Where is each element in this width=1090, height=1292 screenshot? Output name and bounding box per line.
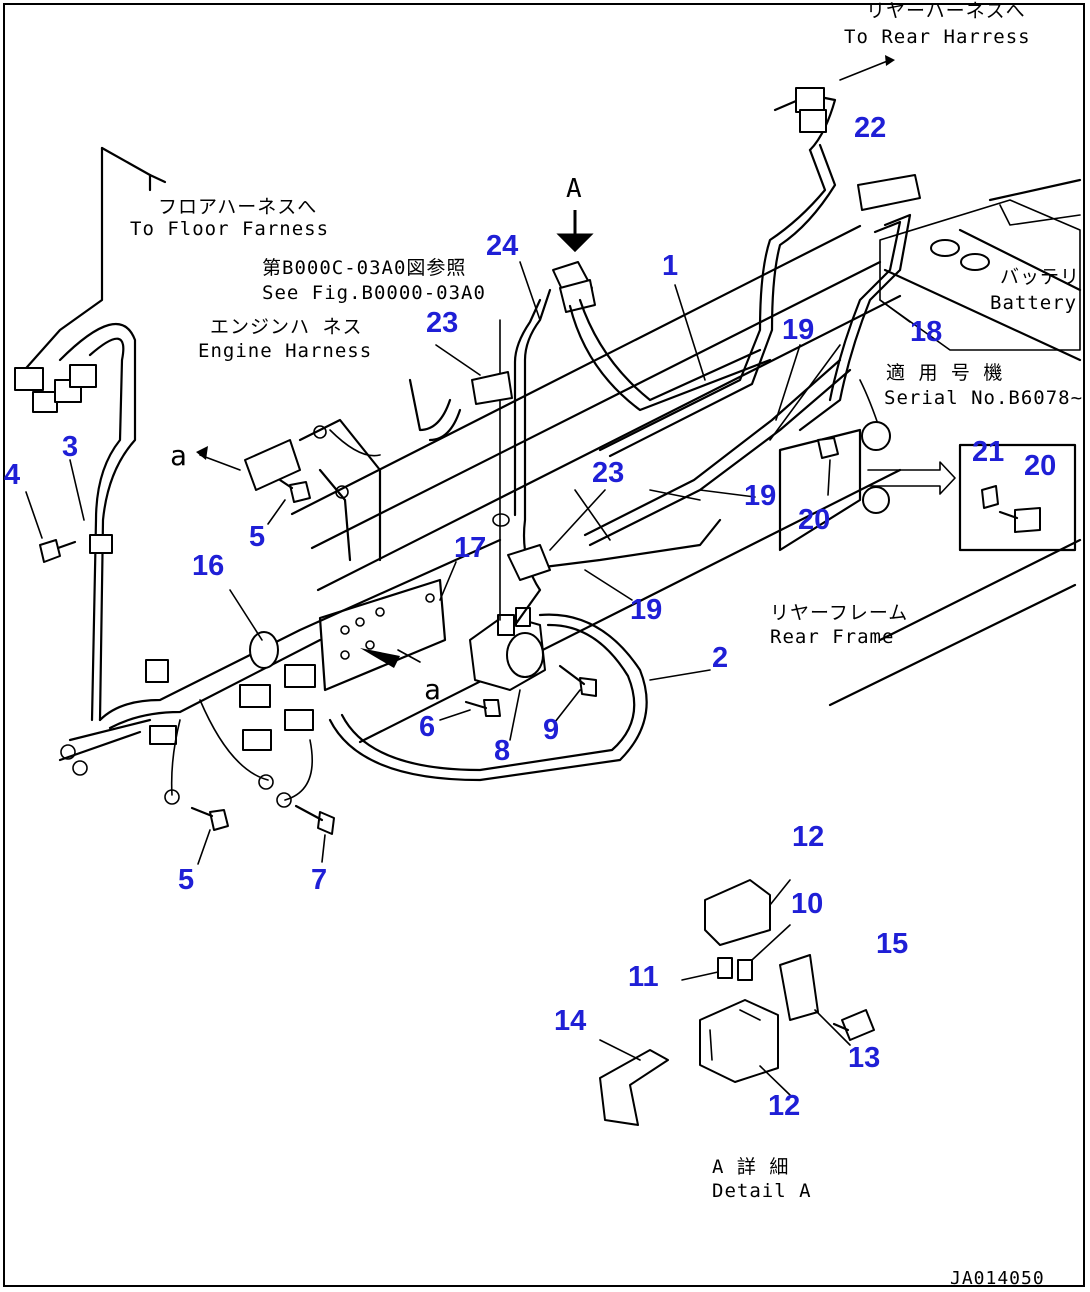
- detail-a-parts: [599, 879, 875, 1126]
- callout-17: 17: [454, 532, 487, 564]
- callout-24: 24: [486, 230, 519, 262]
- reference-a-label-2: a: [424, 673, 442, 706]
- callout-19-upper: 19: [782, 314, 815, 346]
- rear-harness-label-en: To Rear Harress: [844, 26, 1031, 48]
- callout-14: 14: [554, 1005, 587, 1037]
- lower-harness: [58, 538, 502, 808]
- callout-5-upper: 5: [249, 521, 266, 553]
- engine-harness-label-en: Engine Harness: [198, 340, 373, 362]
- callout-22: 22: [854, 112, 887, 144]
- callout-11: 11: [628, 961, 659, 993]
- harness-loop-2: [328, 613, 648, 782]
- rear-frame-label-jp: リヤーフレーム: [770, 602, 909, 624]
- callout-10: 10: [791, 888, 824, 920]
- callout-13: 13: [848, 1042, 881, 1074]
- callout-3: 3: [62, 431, 79, 463]
- right-harness: [408, 358, 891, 581]
- callout-23-lower: 23: [592, 457, 625, 489]
- callout-2: 2: [712, 642, 729, 674]
- floor-harness-cluster: [14, 146, 167, 722]
- callout-20-detail: 20: [1024, 450, 1057, 482]
- callout-7: 7: [311, 864, 328, 896]
- callout-5-lower: 5: [178, 864, 195, 896]
- callout-19-lower: 19: [630, 594, 663, 626]
- reference-a-label-1: a: [170, 439, 188, 472]
- engine-harness-label-jp: エンジンハ ネス: [210, 316, 363, 338]
- detail-a-label-jp: A 詳 細: [712, 1156, 790, 1178]
- callout-16: 16: [192, 550, 225, 582]
- figure-reference-en: See Fig.B0000-03A0: [262, 282, 486, 304]
- battery-label-jp: バッテリ: [1000, 266, 1081, 288]
- callout-20: 20: [798, 504, 831, 536]
- rear-harness-label-jp: リヤーハーネスへ: [866, 0, 1026, 22]
- connector-panel: [318, 578, 447, 692]
- drawing-border: [3, 3, 1085, 1287]
- view-a-label: A: [566, 174, 583, 204]
- rear-frame-label-en: Rear Frame: [770, 626, 895, 648]
- callout-12-lower: 12: [768, 1090, 801, 1122]
- callout-6: 6: [419, 711, 436, 743]
- serial-label-jp: 適 用 号 機: [886, 362, 1004, 384]
- serial-detail-box: [867, 443, 1077, 552]
- bolts: [39, 478, 597, 835]
- callout-12-upper: 12: [792, 821, 825, 853]
- rear-harness: [598, 55, 921, 458]
- battery-label-en: Battery: [990, 292, 1078, 314]
- detail-a-label-en: Detail A: [712, 1180, 812, 1202]
- engine-harness: [196, 418, 382, 562]
- callout-8: 8: [494, 735, 511, 767]
- callout-21: 21: [972, 436, 1005, 468]
- drawing-id: JA014050: [950, 1268, 1045, 1289]
- callout-1: 1: [662, 250, 679, 282]
- floor-harness-label-jp: フロアハーネスへ: [158, 196, 318, 218]
- callout-15: 15: [876, 928, 909, 960]
- callout-9: 9: [543, 714, 560, 746]
- leader-lines: [25, 261, 911, 865]
- serial-label-en: Serial No.B6078~: [884, 387, 1084, 409]
- floor-harness-label-en: To Floor Farness: [130, 218, 330, 240]
- callout-19-middle: 19: [744, 480, 777, 512]
- figure-reference-jp: 第B000C-03A0図参照: [262, 257, 467, 279]
- frame-rails: [290, 178, 1082, 744]
- component-8: [469, 607, 546, 691]
- callout-4: 4: [4, 459, 21, 491]
- callout-23-upper: 23: [426, 307, 459, 339]
- callout-18: 18: [910, 316, 943, 348]
